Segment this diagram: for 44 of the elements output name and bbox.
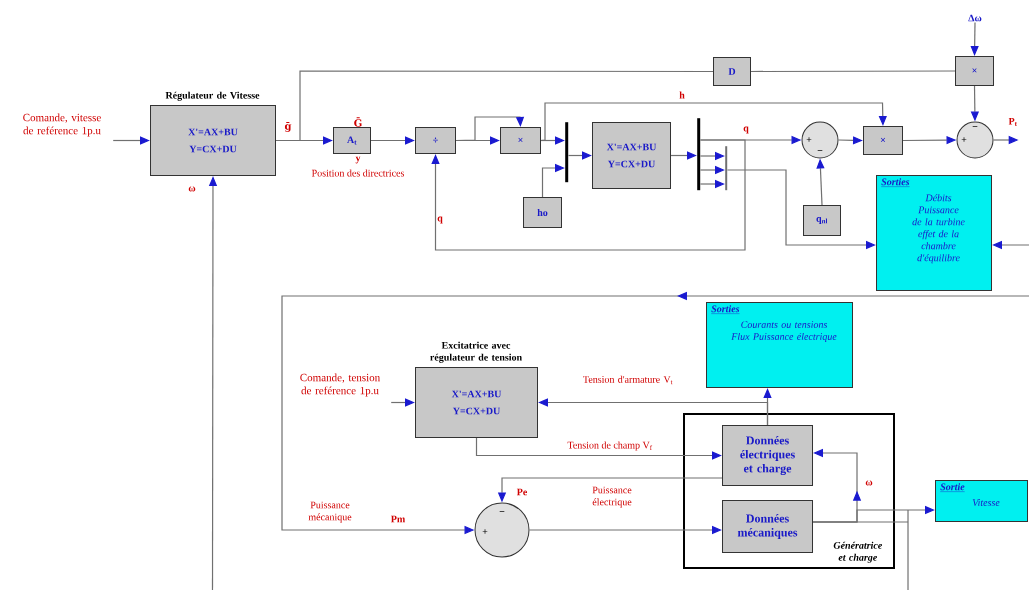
signal-label: Pe xyxy=(516,488,528,496)
block-box: Données électriques et charge xyxy=(722,425,813,486)
summing-junction: + − xyxy=(801,121,839,159)
signal-label: Pm xyxy=(390,515,406,523)
arrow xyxy=(540,102,887,142)
block-box: A$_{t}$ xyxy=(333,127,371,154)
output-box: Sorties Débits Puissance de la turbine effet de la chambre d'équilibre xyxy=(876,175,992,291)
mux-bar xyxy=(697,118,701,191)
output-box: Sorties Courants ou tensions Flux Puissance électrique xyxy=(706,302,853,388)
signal-label: Position des directrices xyxy=(311,169,405,177)
block-box: X'=AX+BU Y=CX+DU xyxy=(592,122,671,189)
input-label: Comande, tension de reférence 1p.u xyxy=(300,373,380,397)
block-title: Régulateur de Vitesse xyxy=(165,91,260,101)
summing-junction: + − xyxy=(474,502,530,558)
block-box: X'=AX+BU Y=CX+DU xyxy=(150,105,276,176)
signal-label: ḡ xyxy=(284,122,292,132)
block-box: × xyxy=(955,56,994,86)
summing-junction: + − xyxy=(956,121,994,159)
arrow xyxy=(431,139,746,251)
mux-bar xyxy=(725,146,728,191)
signal-label: Tension de champ V$_{f}$ xyxy=(567,441,653,451)
signal-label: q xyxy=(743,126,749,134)
signal-label: h xyxy=(679,91,685,99)
input-label: Comande, vitesse de reférence 1p.u xyxy=(23,113,101,137)
block-box: ho xyxy=(523,197,562,228)
input-label: Δω xyxy=(968,14,982,22)
block-box: Données mécaniques xyxy=(722,500,813,553)
signal-label: P$_{t}$ xyxy=(1008,117,1017,127)
mux-bar xyxy=(565,122,569,183)
block-box: ÷ xyxy=(415,127,456,154)
signal-label: Puissance électrique xyxy=(592,486,632,508)
block-box: × xyxy=(863,126,903,155)
signal-label: Puissance mécanique xyxy=(308,501,352,523)
signal-label: ω xyxy=(188,186,196,192)
block-title: Excitatrice avec régulateur de tension xyxy=(430,341,522,363)
block-box: × xyxy=(500,127,541,154)
block-box: X'=AX+BU Y=CX+DU xyxy=(415,367,538,438)
output-box: Sortie Vitesse xyxy=(935,480,1028,522)
signal-label: q xyxy=(437,216,443,224)
signal-label: Tension d'armature V$_{t}$ xyxy=(583,375,673,385)
block-box: q$_{nl}$ xyxy=(803,205,841,236)
arrow xyxy=(455,116,525,142)
block-box: D xyxy=(713,57,751,86)
signal-label: ω xyxy=(865,480,873,486)
